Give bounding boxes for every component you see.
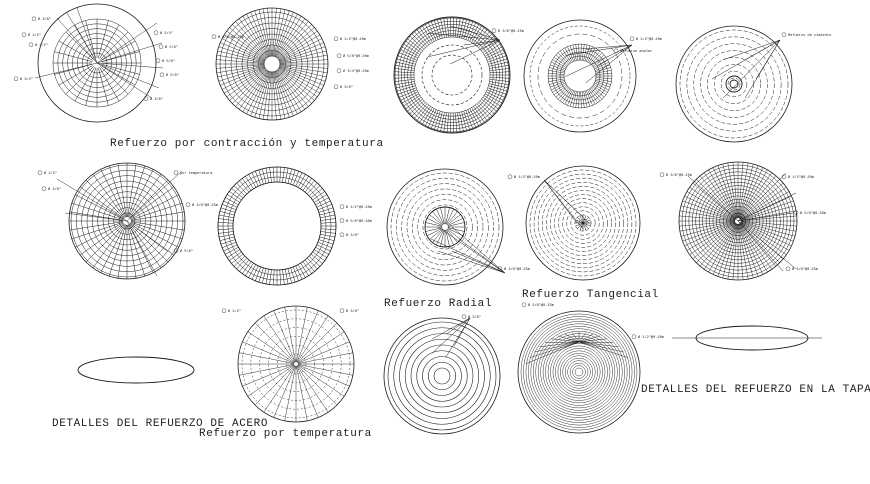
- caption-detalles-refuerzo-tapa: DETALLES DEL REFUERZO EN LA TAPA: [641, 384, 870, 396]
- annotation-c12-0: Ø 3/8": [468, 315, 481, 320]
- figure-losa-radial-anillos: [56, 162, 186, 280]
- annotation-c1-8: Ø 1/2": [35, 43, 48, 48]
- annotation-c2-4: Ø 3/8": [340, 85, 353, 90]
- annotation-c1-4: Ø 5/8": [162, 59, 175, 64]
- annotation-c13-0: Ø 3/8"@0.25m: [528, 303, 554, 308]
- caption-detalles-refuerzo-acero: DETALLES DEL REFUERZO DE ACERO: [52, 418, 268, 430]
- figure-anillo-abierto: [217, 166, 337, 286]
- figure-tapa-seccion: [672, 325, 822, 351]
- caption-refuerzo-radial: Refuerzo Radial: [384, 298, 492, 310]
- annotation-c10-2: Ø 5/8"@0.30m: [800, 211, 826, 216]
- annotation-c1-7: Ø 3/8": [150, 97, 163, 102]
- annotation-c1-1: Ø 1/2": [28, 33, 41, 38]
- annotation-c11-0: Ø 1/2": [228, 309, 241, 314]
- annotation-c6-3: Ø 5/8": [180, 249, 193, 254]
- figure-anillos-concentricos: [383, 317, 501, 435]
- figure-contraccion-radial-grid: [34, 3, 164, 123]
- annotation-c7-0: Ø 3/8"@0.25m: [192, 203, 218, 208]
- annotation-c6-0: Ø 1/2": [44, 171, 57, 176]
- caption-refuerzo-temperatura: Refuerzo por temperatura: [199, 428, 372, 440]
- annotation-c5-0: Refuerzo de cimiento: [788, 33, 831, 38]
- caption-contraccion-temperatura: Refuerzo por contracción y temperatura: [110, 138, 384, 150]
- annotation-c4-1: Refuerzo anular: [620, 49, 652, 54]
- figure-refuerzo-tangencial: [525, 165, 641, 281]
- annotation-c10-3: Ø 3/8"@0.25m: [792, 267, 818, 272]
- annotation-c4-0: Ø 1/2"@0.20m: [636, 37, 662, 42]
- figure-cimiento-anillos: [675, 25, 793, 143]
- annotation-c9-0: Ø 1/2"@0.20m: [514, 175, 540, 180]
- figure-contraccion-anillo-denso: [215, 7, 329, 121]
- figure-refuerzo-combinado: [678, 161, 798, 281]
- annotation-c6-2: por temperatura: [180, 171, 213, 176]
- figure-elipse-losa: [77, 356, 195, 384]
- annotation-layer: Ø 3/8" Ø 1/2" Ø 3/4" Ø 5/8" Ø 5/8" Ø 5/8" Ø 3/…: [13, 16, 831, 340]
- figure-refuerzo-radial: [386, 168, 506, 286]
- annotation-c2-2: Ø 5/8"@0.30m: [343, 54, 369, 59]
- annotation-c11-1: Ø 3/8": [346, 309, 359, 314]
- annotation-c3-0: Ø 3/8"@0.25m: [498, 29, 524, 34]
- annotation-c2-0: Ø 3/8"@0.25m: [218, 35, 244, 40]
- annotation-c7-1: Ø 1/2"@0.20m: [346, 205, 372, 210]
- annotation-c2-3: Ø 3/4"@0.25m: [343, 69, 369, 74]
- figure-refuerzo-temperatura: [237, 305, 355, 423]
- annotation-c13-1: Ø 1/2"@0.20m: [638, 335, 664, 340]
- annotation-c1-2: Ø 3/4": [160, 31, 173, 36]
- caption-refuerzo-tangencial: Refuerzo Tangencial: [522, 289, 659, 301]
- annotation-c10-1: Ø 1/2"@0.20m: [788, 175, 814, 180]
- figure-tapa-concentrica: [517, 310, 641, 434]
- annotation-c1-3: Ø 5/8": [165, 45, 178, 50]
- annotation-c6-1: Ø 3/8": [48, 187, 61, 192]
- annotation-c1-0: Ø 3/8": [38, 17, 51, 22]
- annotation-c8-0: Ø 3/8"@0.25m: [504, 267, 530, 272]
- annotation-c1-6: Ø 3/4": [20, 77, 33, 82]
- annotation-c10-0: Ø 3/8"@0.25m: [666, 173, 692, 178]
- annotation-c2-1: Ø 1/2"@0.20m: [340, 37, 366, 42]
- figure-tangencial-anillo-medio: [523, 19, 637, 133]
- figure-radial-anular-oscuro: [393, 16, 511, 134]
- annotation-c7-2: Ø 5/8"@0.30m: [346, 219, 372, 224]
- annotation-c1-5: Ø 5/8": [166, 73, 179, 78]
- reinforcement-figures: [34, 3, 822, 435]
- annotation-c7-3: Ø 3/8": [346, 233, 359, 238]
